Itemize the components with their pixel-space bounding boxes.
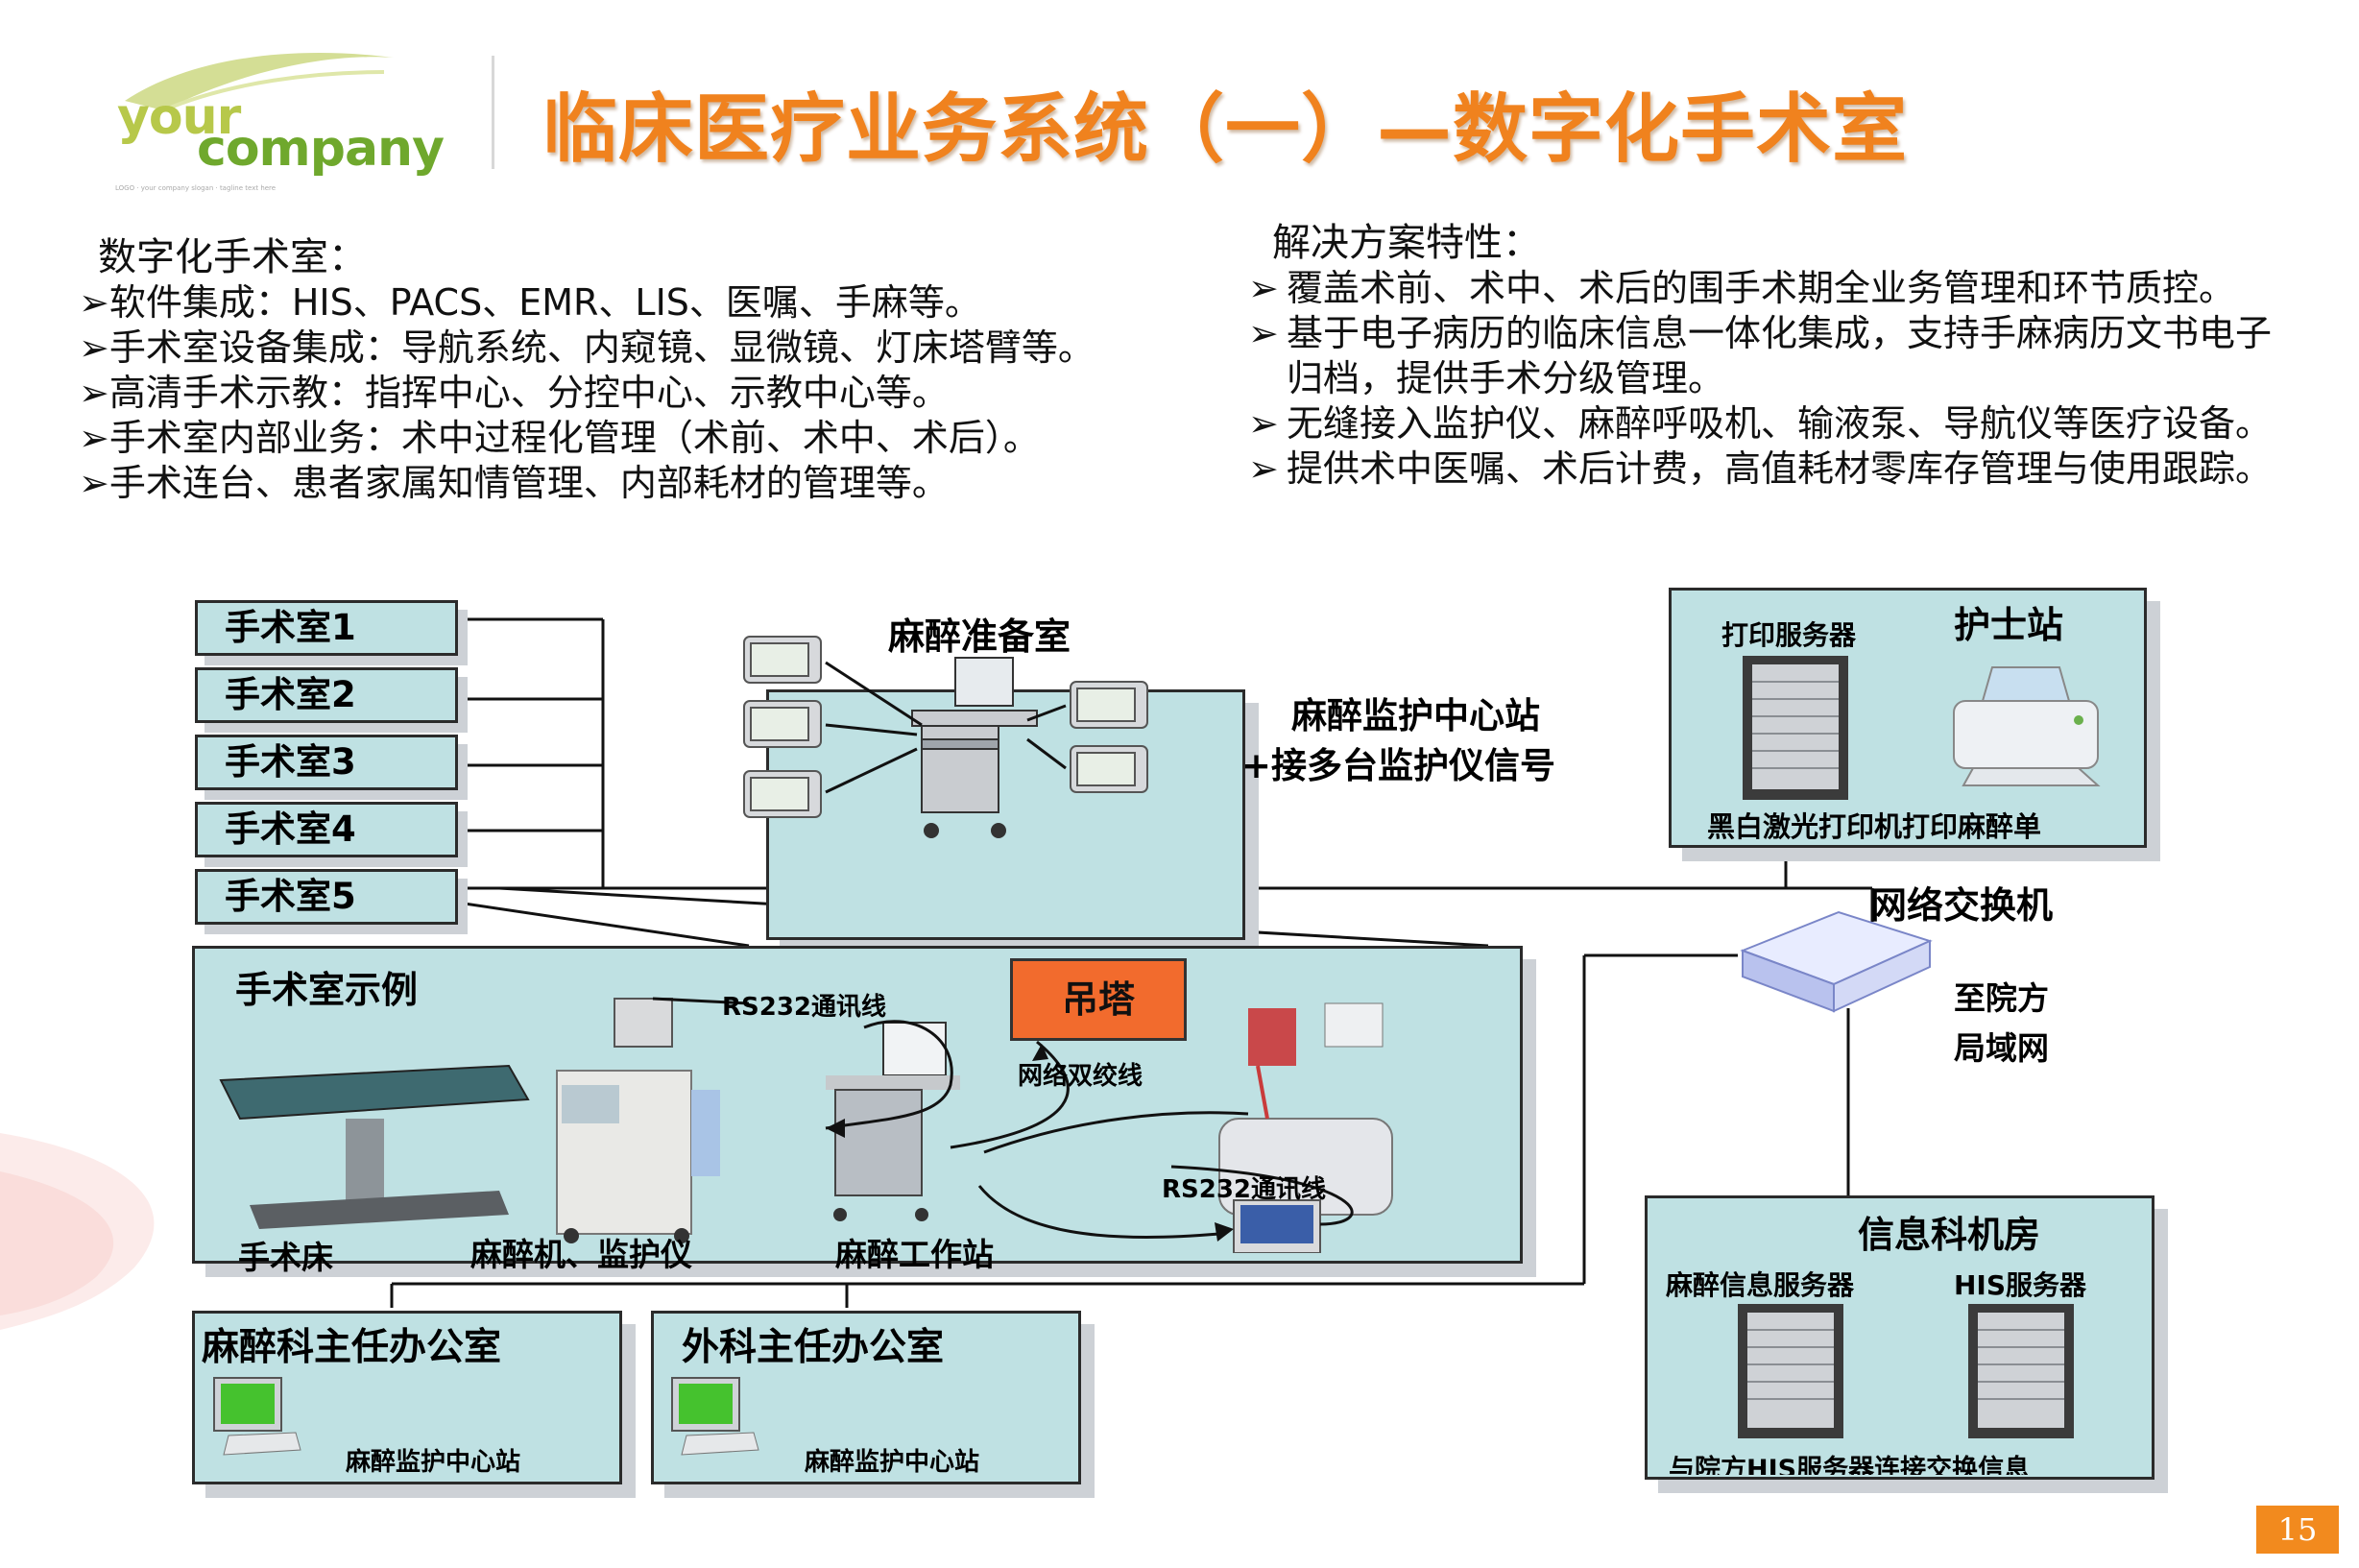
it-room-title: 信息科机房 xyxy=(1858,1214,2041,1256)
twisted-pair-label: 网络双绞线 xyxy=(1018,1062,1143,1091)
anesthesia-machine-label: 麻醉机、监护仪 xyxy=(470,1236,692,1273)
surgery-office-caption: 麻醉监护中心站 xyxy=(805,1448,980,1477)
left-bullet-item: ➢手术连台、患者家属知情管理、内部耗材的管理等。 xyxy=(79,462,949,504)
surgical-bed-icon xyxy=(219,1064,530,1229)
operating-room-2: 手术室2 xyxy=(195,667,458,723)
page-number: 15 xyxy=(2256,1506,2339,1554)
right-bullet-item: ➢提供术中医嘱、术后计费，高值耗材零库存管理与使用跟踪。 xyxy=(1248,447,2273,490)
logo-tagline: LOGO · your company slogan · tagline tex… xyxy=(115,184,277,192)
arrow-bullet-icon: ➢ xyxy=(79,372,109,414)
right-feature-panel: 解决方案特性： ➢覆盖术前、术中、术后的围手术期全业务管理和环节质控。 ➢基于电… xyxy=(1248,221,2272,492)
arrow-bullet-icon: ➢ xyxy=(1248,402,1279,445)
company-logo-swoosh xyxy=(125,53,394,112)
right-bullet-item-continued: 归档，提供手术分级管理。 xyxy=(1287,357,1725,399)
switch-label: 网络交换机 xyxy=(1870,884,2054,927)
ceiling-tower-box: 吊塔 xyxy=(1010,958,1187,1041)
print-server-label: 打印服务器 xyxy=(1721,619,1857,651)
anesthesia-prep-room-box xyxy=(766,689,1245,940)
left-bullet-item: ➢高清手术示教：指挥中心、分控中心、示教中心等。 xyxy=(79,372,949,414)
infusion-equipment-icon xyxy=(1218,1002,1393,1216)
arrow-bullet-icon: ➢ xyxy=(79,281,109,324)
desktop-computer-icon xyxy=(213,1377,301,1456)
surgery-office-title: 外科主任办公室 xyxy=(682,1326,945,1369)
arrow-bullet-icon: ➢ xyxy=(1248,447,1279,490)
to-lan-label-line2: 局域网 xyxy=(1954,1029,2049,1067)
prep-room-label: 麻醉准备室 xyxy=(888,615,1071,658)
arrow-bullet-icon: ➢ xyxy=(79,417,109,459)
his-server-label: HIS服务器 xyxy=(1954,1269,2087,1301)
it-room-caption: 与院方HIS服务器连接交换信息 xyxy=(1669,1455,2031,1475)
decorative-swirl xyxy=(0,1133,155,1330)
arrow-bullet-icon: ➢ xyxy=(79,462,109,504)
laptop-icon xyxy=(1233,1199,1321,1253)
to-lan-label-line1: 至院方 xyxy=(1954,979,2049,1017)
nurse-station-label: 护士站 xyxy=(1954,604,2064,646)
arrow-bullet-icon: ➢ xyxy=(1248,267,1279,309)
monitor-center-signal-label: +接多台监护仪信号 xyxy=(1241,745,1556,786)
anesthesia-office-title: 麻醉科主任办公室 xyxy=(202,1326,502,1369)
rs232-cable-label-bottom: RS232通讯线 xyxy=(1162,1175,1327,1204)
rs232-cable-label-top: RS232通讯线 xyxy=(722,993,887,1022)
network-switch-icon xyxy=(1740,910,1933,1013)
page-title: 临床医疗业务系统（一）—数字化手术室 xyxy=(542,86,1909,173)
desktop-computer-icon xyxy=(671,1377,759,1456)
or-equipment-illustration xyxy=(219,997,1393,1253)
operating-room-5: 手术室5 xyxy=(195,869,458,925)
header-divider xyxy=(492,56,494,169)
left-bullet-item: ➢手术室内部业务：术中过程化管理（术前、术中、术后）。 xyxy=(79,417,1040,459)
his-server-icon xyxy=(1968,1304,2074,1438)
right-bullet-item: ➢基于电子病历的临床信息一体化集成，支持手麻病历文书电子 xyxy=(1248,312,2273,354)
logo-text-company: company xyxy=(197,120,445,178)
left-feature-panel: 数字化手术室： ➢软件集成：HIS、PACS、EMR、LIS、医嘱、手麻等。 ➢… xyxy=(79,235,1095,506)
surgical-bed-label: 手术床 xyxy=(238,1239,333,1276)
anesthesia-server-icon xyxy=(1738,1304,1843,1438)
right-bullet-item: ➢无缝接入监护仪、麻醉呼吸机、输液泵、导航仪等医疗设备。 xyxy=(1248,402,2273,445)
operating-room-3: 手术室3 xyxy=(195,735,458,790)
right-panel-heading: 解决方案特性： xyxy=(1272,221,1541,265)
right-bullet-item: ➢覆盖术前、术中、术后的围手术期全业务管理和环节质控。 xyxy=(1248,267,2236,309)
left-bullet-item: ➢软件集成：HIS、PACS、EMR、LIS、医嘱、手麻等。 xyxy=(79,281,981,324)
anesthesia-machine-icon xyxy=(556,998,720,1243)
left-panel-heading: 数字化手术室： xyxy=(98,235,367,279)
arrow-bullet-icon: ➢ xyxy=(1248,312,1279,354)
printer-icon xyxy=(1953,666,2101,786)
surgery-director-office-box xyxy=(651,1311,1081,1484)
monitor-center-label: 麻醉监护中心站 xyxy=(1291,695,1540,736)
left-bullet-item: ➢手术室设备集成：导航系统、内窥镜、显微镜、灯床塔臂等。 xyxy=(79,326,1095,369)
monitors-and-cart-icon xyxy=(743,636,1148,838)
anesthesia-workstation-icon xyxy=(826,1022,960,1221)
operating-room-1: 手术室1 xyxy=(195,600,458,656)
operating-room-4: 手术室4 xyxy=(195,802,458,857)
or-example-title: 手术室示例 xyxy=(235,969,419,1011)
anesthesia-server-label: 麻醉信息服务器 xyxy=(1666,1269,1855,1301)
anesthesia-workstation-label: 麻醉工作站 xyxy=(835,1236,994,1273)
anesthesia-office-caption: 麻醉监护中心站 xyxy=(346,1448,521,1477)
nurse-station-caption: 黑白激光打印机打印麻醉单 xyxy=(1707,810,2042,843)
arrow-bullet-icon: ➢ xyxy=(79,326,109,369)
print-server-icon xyxy=(1743,656,1848,800)
logo-text-your: your xyxy=(117,88,241,146)
